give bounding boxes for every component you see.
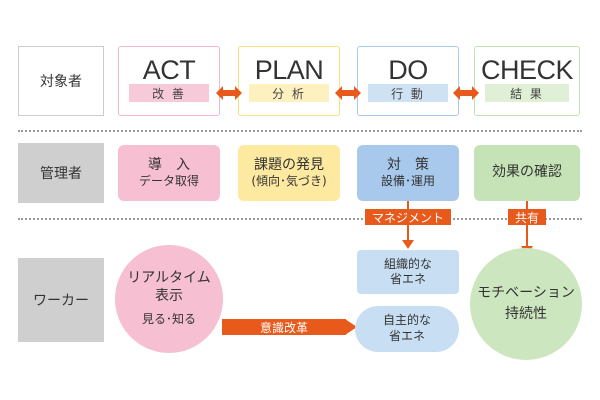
manager-card-introduction: 導 入 データ取得 xyxy=(118,145,220,201)
double-arrow-act-plan xyxy=(216,86,242,100)
self-energy-line2: 省エネ xyxy=(388,329,425,343)
phase-check-sub: 結 果 xyxy=(485,84,569,102)
manager-card-introduction-title: 導 入 xyxy=(148,156,190,173)
realtime-line2: 表示 xyxy=(155,287,183,304)
phase-check-title: CHECK xyxy=(480,55,574,85)
row-label-manager: 管理者 xyxy=(18,143,104,203)
manager-card-effect-title: 効果の確認 xyxy=(492,164,562,181)
double-arrow-do-check xyxy=(453,86,479,100)
organizational-energy-saving: 組織的な 省エネ xyxy=(357,250,459,294)
separator-2 xyxy=(18,218,582,220)
phase-do-title: DO xyxy=(388,55,428,85)
management-label: マネジメント xyxy=(365,209,451,225)
manager-card-introduction-sub: データ取得 xyxy=(138,174,199,189)
phase-act-sub: 改 善 xyxy=(129,84,209,102)
realtime-line3: 見る･知る xyxy=(141,312,196,327)
manager-card-countermeasure-sub: 設備･運用 xyxy=(380,174,435,189)
manager-card-countermeasure-title: 対 策 xyxy=(387,156,429,173)
realtime-display-circle: リアルタイム 表示 見る･知る xyxy=(115,245,223,353)
org-energy-line2: 省エネ xyxy=(389,272,426,286)
motivation-line2: 持続性 xyxy=(505,306,547,322)
manager-card-discovery: 課題の発見 (傾向･気づき) xyxy=(238,145,340,201)
phase-act: ACT 改 善 xyxy=(118,46,220,116)
manager-card-effect: 効果の確認 xyxy=(474,145,580,201)
manager-card-discovery-title: 課題の発見 xyxy=(254,156,324,173)
phase-do: DO 行 動 xyxy=(357,46,459,116)
share-label: 共有 xyxy=(508,209,546,225)
row-label-worker: ワーカー xyxy=(18,258,104,342)
voluntary-energy-saving: 自主的な 省エネ xyxy=(355,306,459,352)
phase-do-sub: 行 動 xyxy=(368,84,448,102)
awareness-reform-arrow-head xyxy=(345,319,357,335)
manager-card-discovery-sub: (傾向･気づき) xyxy=(251,174,327,189)
phase-act-title: ACT xyxy=(142,55,196,85)
phase-plan: PLAN 分 析 xyxy=(238,46,340,116)
separator-1 xyxy=(18,130,582,132)
realtime-line1: リアルタイム xyxy=(127,270,211,287)
row-label-target: 対象者 xyxy=(18,46,104,116)
awareness-reform-arrow: 意識改革 xyxy=(222,319,346,335)
self-energy-line1: 自主的な xyxy=(382,313,431,328)
org-energy-line1: 組織的な xyxy=(383,257,432,271)
manager-card-countermeasure: 対 策 設備･運用 xyxy=(357,145,459,201)
phase-check: CHECK 結 果 xyxy=(474,46,580,116)
motivation-line1: モチベーション xyxy=(477,285,575,301)
phase-plan-sub: 分 析 xyxy=(249,84,329,102)
phase-plan-title: PLAN xyxy=(254,55,324,85)
double-arrow-plan-do xyxy=(335,86,361,100)
management-arrow-head xyxy=(402,240,414,249)
motivation-circle: モチベーション 持続性 xyxy=(470,248,582,360)
